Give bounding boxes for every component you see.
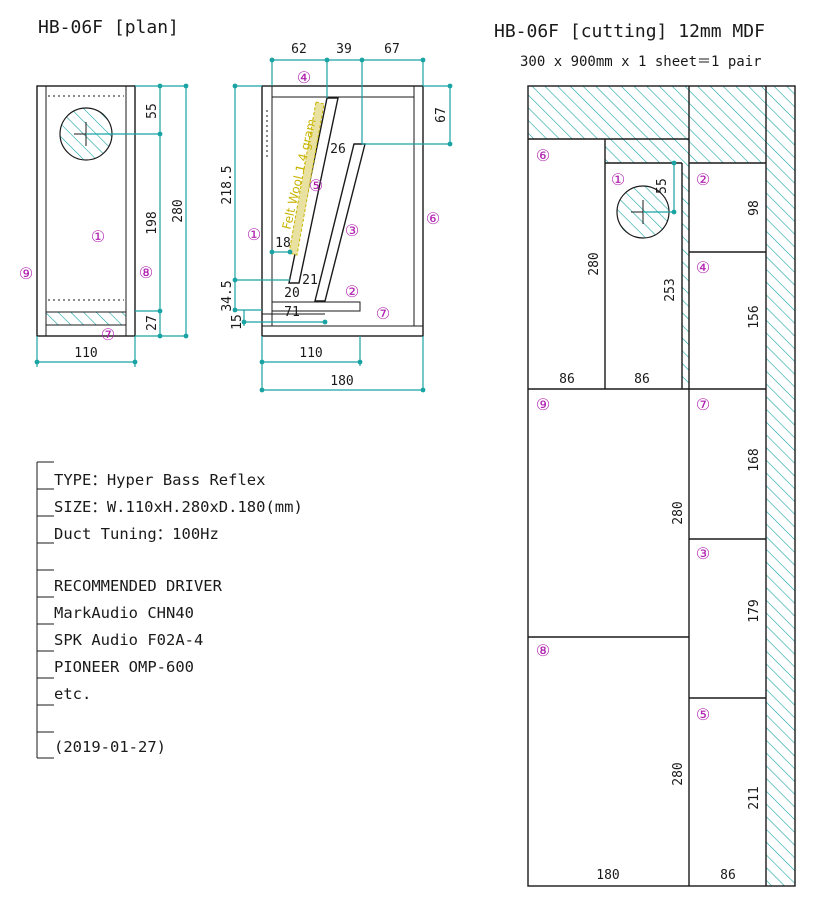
front-inner-wall: [45, 85, 127, 337]
cut-part-label-1: ①: [611, 170, 625, 189]
note-type: TYPE：Hyper Bass Reflex: [54, 471, 265, 489]
side-dim-15: 15: [230, 314, 245, 330]
part-label-6: ⑥: [426, 209, 440, 228]
side-section-view: Felt Wool 1.4 gram 62 39 67 67 218.5 34.…: [220, 42, 453, 393]
side-dim-67: 67: [384, 42, 400, 57]
side-dim-39: 39: [336, 42, 352, 57]
part-label-1: ①: [247, 225, 261, 244]
side-dim-218-5: 218.5: [220, 165, 235, 204]
side-dim-180: 180: [330, 374, 353, 389]
side-dim-20: 20: [284, 286, 300, 301]
spec-notes: TYPE：Hyper Bass Reflex SIZE：W.110xH.280x…: [36, 461, 303, 759]
cut-dim-8-180: 180: [596, 868, 619, 883]
cut-part-label-9: ⑨: [536, 395, 550, 414]
duct-floor-panel: [271, 301, 361, 312]
slant-panel-3: [314, 143, 366, 302]
cut-dim-4-156: 156: [747, 305, 762, 328]
cut-part-label-4: ④: [696, 258, 710, 277]
felt-wool: [288, 101, 325, 256]
note-duct-tuning: Duct Tuning：100Hz: [54, 525, 219, 543]
side-dim-21: 21: [302, 273, 318, 288]
side-dim-18: 18: [275, 236, 291, 251]
front-dim-110: 110: [74, 346, 97, 361]
front-dim-198: 198: [145, 211, 160, 234]
cutting-title: HB-06F [cutting] 12mm MDF: [494, 21, 765, 42]
part-label-1: ①: [91, 227, 105, 246]
cut-dim-8-280: 280: [671, 762, 686, 785]
front-dim-55: 55: [145, 103, 160, 119]
cut-dim-5-86: 86: [720, 868, 736, 883]
cut-dim-7-168: 168: [747, 448, 762, 471]
cut-part-label-2: ②: [696, 170, 710, 189]
part-label-7: ⑦: [101, 325, 115, 344]
waste-top-right: [689, 86, 766, 163]
cut-dim-2-98: 98: [747, 200, 762, 216]
front-dim-27: 27: [145, 315, 160, 331]
front-view: HB-06F [plan] 55 198 27 280 110 ① ⑧ ⑨ ⑦: [19, 17, 189, 367]
cut-part-label-8: ⑧: [536, 641, 550, 660]
note-driver-2: SPK Audio F02A-4: [54, 631, 203, 649]
cut-dim-1-55: 55: [655, 178, 670, 194]
part-label-9: ⑨: [19, 264, 33, 283]
part-label-2: ②: [345, 282, 359, 301]
part-label-3: ③: [345, 221, 359, 240]
cut-dim-6-86: 86: [559, 372, 575, 387]
note-etc: etc.: [54, 685, 91, 703]
cut-dim-5-211: 211: [747, 786, 762, 809]
part-label-8: ⑧: [139, 263, 153, 282]
cut-part-label-5: ⑤: [696, 705, 710, 724]
cut-dim-3-179: 179: [747, 599, 762, 622]
cut-part-label-3: ③: [696, 544, 710, 563]
cutting-subtitle: 300 x 900mm x 1 sheet＝1 pair: [520, 54, 762, 70]
cut-dim-1-86: 86: [634, 372, 650, 387]
part-label-4: ④: [297, 68, 311, 87]
side-dim-62: 62: [291, 42, 307, 57]
cut-dim-9-280: 280: [671, 501, 686, 524]
side-dim-67-right: 67: [434, 107, 449, 123]
mdf-sheet: [527, 85, 796, 887]
side-dim-71: 71: [284, 305, 300, 320]
waste-top-left: [528, 86, 689, 139]
note-recommended-heading: RECOMMENDED DRIVER: [54, 577, 223, 595]
note-driver-3: PIONEER OMP-600: [54, 658, 194, 676]
cut-part-label-7: ⑦: [696, 395, 710, 414]
cut-dim-6-280: 280: [587, 252, 602, 275]
note-driver-1: MarkAudio CHN40: [54, 604, 194, 622]
plan-title: HB-06F [plan]: [38, 17, 179, 38]
front-dim-280: 280: [171, 199, 186, 222]
waste-right-strip: [766, 86, 795, 886]
note-size: SIZE：W.110xH.280xD.180(mm): [54, 498, 303, 516]
side-dim-110: 110: [299, 346, 322, 361]
cutting-layout: HB-06F [cutting] 12mm MDF 300 x 900mm x …: [494, 21, 796, 887]
front-base-panel: [45, 311, 127, 326]
cut-dim-1-253: 253: [663, 278, 678, 301]
note-date: (2019-01-27): [54, 738, 166, 756]
side-dim-26: 26: [330, 142, 346, 157]
part-label-5: ⑤: [309, 176, 323, 195]
part-label-7: ⑦: [376, 304, 390, 323]
cut-part-label-6: ⑥: [536, 146, 550, 165]
side-dim-34-5: 34.5: [220, 280, 235, 311]
